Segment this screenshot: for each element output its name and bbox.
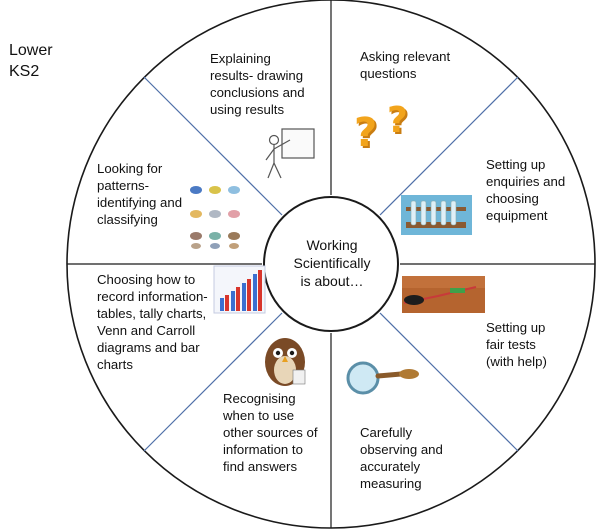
- svg-text:?: ?: [389, 102, 410, 143]
- segment-label-observing-measuring: Carefully observing and accurately measu…: [360, 425, 443, 491]
- svg-text:?: ?: [356, 112, 379, 158]
- spoke-top-left: [143, 76, 283, 216]
- magnifying-glass-icon: [346, 361, 419, 395]
- segment-label-patterns: Looking for patterns- identifying and cl…: [97, 161, 183, 227]
- segment-label-setting-up-enquiries: Setting up enquiries and choosing equipm…: [486, 157, 566, 223]
- birds-grid-icon: [190, 186, 240, 249]
- segment-label-asking-questions: Asking relevant questions: [360, 49, 451, 81]
- wheel-center-title: Working Scientifically is about…: [293, 237, 371, 289]
- teacher-whiteboard-icon: [265, 128, 315, 179]
- svg-text:?: ?: [387, 100, 408, 141]
- test-tube-rack-icon: [401, 195, 472, 235]
- segment-label-other-sources: Recognising when to use other sources of…: [223, 391, 318, 474]
- svg-text:?: ?: [354, 110, 377, 156]
- key-stage-label: Lower KS2: [9, 42, 53, 80]
- spoke-top-right: [379, 76, 519, 216]
- segment-label-fair-tests: Setting up fair tests (with help): [486, 320, 547, 369]
- spoke-bottom-right: [379, 312, 519, 452]
- center-circle: [263, 196, 399, 332]
- segment-label-explaining-results: Explaining results- drawing conclusions …: [210, 51, 305, 117]
- owl-reading-icon: [265, 338, 306, 386]
- spokes: [67, 0, 595, 528]
- spoke-bottom-left: [143, 312, 283, 452]
- segment-label-recording-information: Choosing how to record information- tabl…: [97, 272, 208, 372]
- circuit-wire-icon: [402, 276, 485, 313]
- question-marks-icon: ? ? ? ?: [354, 100, 410, 158]
- bar-chart-icon: [213, 265, 266, 314]
